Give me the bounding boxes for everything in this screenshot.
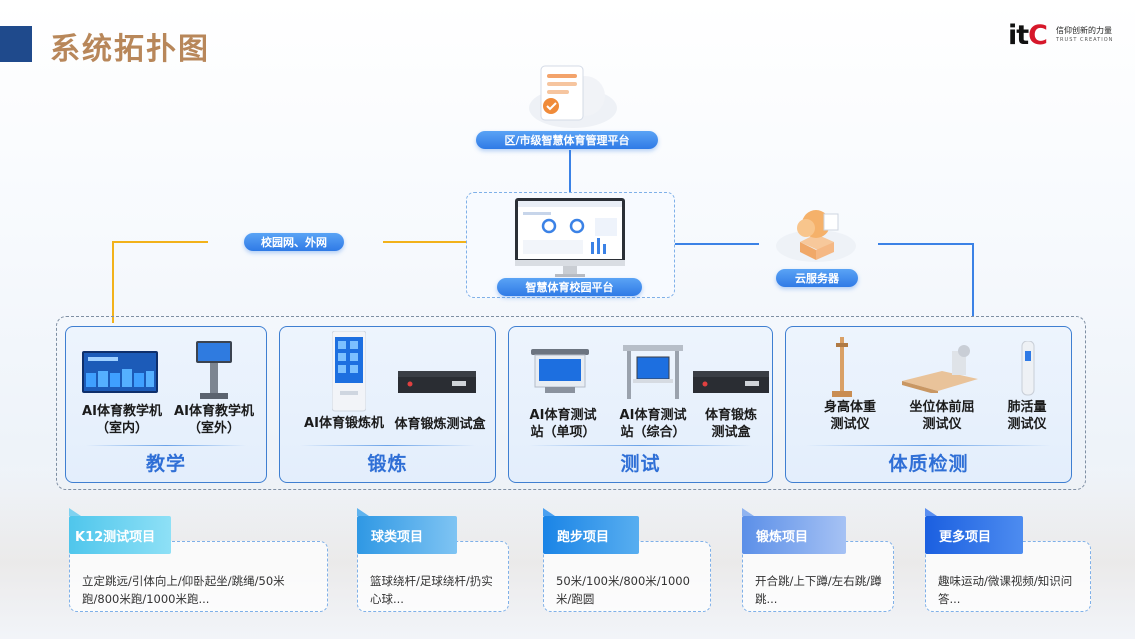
- link-cloud-down: [972, 243, 974, 316]
- district-cloud-server-icon: [529, 65, 617, 128]
- height-weight-meter-icon: [832, 337, 852, 397]
- link-campus-cloud: [675, 243, 759, 245]
- device-label: AI体育教学机（室内）: [82, 404, 162, 436]
- link-network-left: [112, 241, 208, 243]
- card-text: 趣味运动/微课视频/知识问答...: [938, 574, 1073, 606]
- network-pill[interactable]: 校园网、外网: [244, 233, 344, 251]
- district-platform-pill[interactable]: 区/市级智慧体育管理平台: [476, 131, 658, 149]
- logo-subtitle: TRUST CREATION: [1056, 37, 1114, 43]
- device-label: AI体育锻炼机: [304, 416, 384, 431]
- link-district-campus: [569, 150, 571, 194]
- tab-ball[interactable]: 球类项目: [357, 516, 457, 554]
- device-label: 体育锻炼测试盒: [704, 408, 757, 440]
- ai-exercise-machine-icon: [332, 331, 366, 412]
- title-accent-bar: [0, 26, 32, 62]
- tab-fold-more: [925, 508, 937, 516]
- tab-exercise[interactable]: 锻炼项目: [742, 516, 846, 554]
- group-exercise: AI体育锻炼机 体育锻炼测试盒 锻炼: [279, 326, 496, 483]
- ai-teaching-machine-indoor-icon: [82, 351, 158, 393]
- group-label: 测试: [620, 453, 661, 475]
- group-teaching: AI体育教学机（室内） AI体育教学机（室外） 教学: [65, 326, 267, 483]
- monitor-icon: [515, 198, 625, 277]
- device-label: AI体育测试站（综合）: [619, 408, 687, 440]
- tab-k12[interactable]: K12测试项目: [69, 516, 171, 554]
- ai-test-station-combined-icon: [623, 345, 683, 399]
- link-cloud-right: [878, 243, 974, 245]
- logo-slogan: 信仰创新的力量: [1056, 26, 1112, 35]
- group-testing: AI体育测试站（单项） AI体育测试站（综合） 体育锻炼测试盒 测试: [508, 326, 773, 483]
- logo-mark: itC: [1008, 20, 1048, 51]
- link-network-right: [383, 241, 467, 243]
- cloud-server-pill[interactable]: 云服务器: [776, 269, 858, 287]
- group-divider: [806, 444, 1051, 446]
- device-label: AI体育教学机（室外）: [174, 404, 254, 436]
- group-label: 教学: [145, 453, 186, 475]
- card-text: 立定跳远/引体向上/仰卧起坐/跳绳/50米跑/800米跑/1000米跑...: [82, 574, 285, 606]
- exercise-test-box-2-icon: [693, 371, 769, 393]
- vital-capacity-meter-icon: [1021, 341, 1035, 396]
- tab-more[interactable]: 更多项目: [925, 516, 1023, 554]
- tab-fold-k12: [69, 508, 81, 516]
- group-label: 体质检测: [888, 453, 969, 475]
- sit-and-reach-meter-icon: [902, 345, 978, 393]
- group-divider: [529, 444, 752, 446]
- group-fitness-check: 身高体重测试仪 坐位体前屈测试仪 肺活量测试仪 体质检测: [785, 326, 1072, 483]
- card-text: 50米/100米/800米/1000米/跑圆: [556, 574, 690, 606]
- exercise-test-box-icon: [398, 371, 476, 393]
- device-label: 肺活量测试仪: [1007, 400, 1047, 432]
- device-area-frame: [56, 316, 1086, 490]
- cloud-server-icon: [776, 210, 856, 262]
- device-label: 体育锻炼测试盒: [394, 417, 486, 432]
- tab-fold-exercise: [742, 508, 754, 516]
- device-label: AI体育测试站（单项）: [529, 408, 597, 440]
- tab-fold-ball: [357, 508, 369, 516]
- device-label: 坐位体前屈测试仪: [909, 400, 975, 432]
- tab-running[interactable]: 跑步项目: [543, 516, 639, 554]
- page-title: 系统拓扑图: [50, 32, 210, 67]
- itc-logo: itC 信仰创新的力量 TRUST CREATION: [1008, 20, 1118, 52]
- group-label: 锻炼: [367, 453, 408, 475]
- tab-fold-running: [543, 508, 555, 516]
- card-text: 开合跳/上下蹲/左右跳/蹲跳...: [755, 574, 882, 606]
- device-label: 身高体重测试仪: [823, 400, 876, 432]
- ai-teaching-machine-outdoor-icon: [196, 341, 232, 399]
- card-text: 篮球绕杆/足球绕杆/扔实心球...: [370, 574, 493, 606]
- ai-test-station-single-icon: [531, 349, 589, 393]
- link-network-down: [112, 241, 114, 323]
- campus-platform-pill[interactable]: 智慧体育校园平台: [497, 278, 642, 296]
- group-divider: [300, 444, 475, 446]
- group-divider: [86, 444, 246, 446]
